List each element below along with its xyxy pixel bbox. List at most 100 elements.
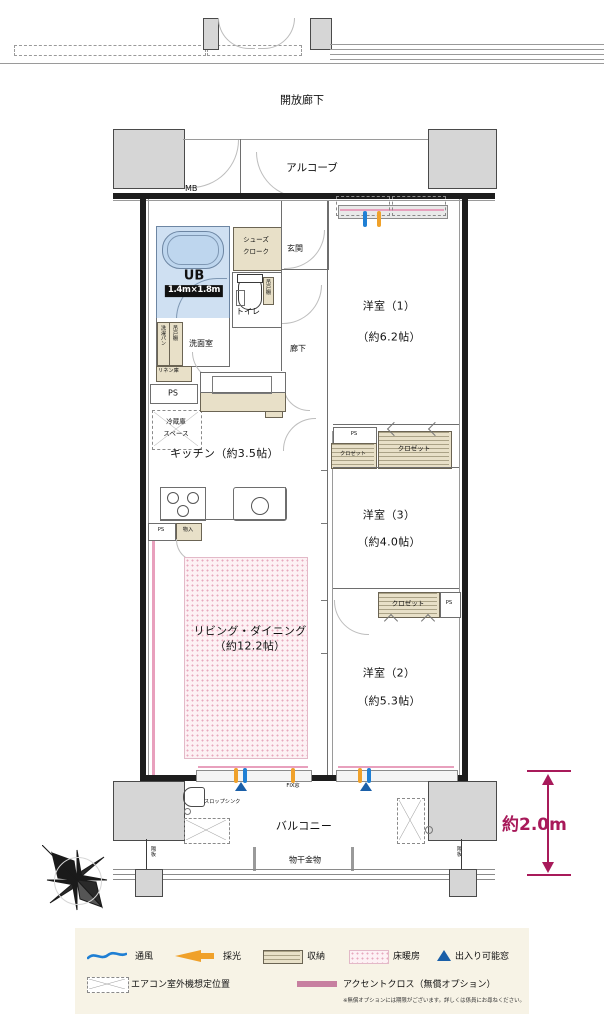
corridor-baseline — [0, 63, 604, 64]
toilet-label: トイレ — [236, 307, 260, 316]
hallway-door-swing-1 — [281, 285, 322, 324]
kitchen-counter-inner — [212, 376, 272, 394]
upper-corridor-structure — [0, 0, 604, 80]
balcony-post-left — [135, 869, 163, 897]
hallway-partition-v2 — [327, 201, 328, 431]
kitchen-label: キッチン（約3.5帖） — [170, 447, 279, 460]
slop-sink-label: スロップシンク — [204, 799, 241, 805]
fridge-space-label-2: スペース — [163, 429, 189, 438]
legend-accent-cross-label: アクセントクロス（無償オプション） — [343, 980, 496, 990]
exterior-wall-top — [113, 193, 495, 199]
floor-heating-icon — [349, 950, 389, 964]
slop-sink-basin — [183, 787, 205, 807]
alcove-top-line — [183, 139, 428, 140]
mb-room — [183, 139, 241, 197]
stove-burner-1 — [167, 492, 179, 504]
accessible-window-marker-2 — [360, 782, 372, 791]
alcove-door-swing — [256, 152, 309, 198]
closet-room1-small-label: クロゼット — [340, 451, 366, 458]
living-right-wall — [327, 431, 328, 775]
washer-pan-label: 洗濯パン — [159, 325, 166, 346]
room1-bottom-wall — [333, 424, 459, 425]
legend-storage-label: 収納 — [307, 952, 326, 962]
hanging-cabinet-unit — [169, 322, 183, 366]
ac-outdoor-unit-icon-x — [89, 979, 125, 989]
room1-size: （約6.2帖） — [357, 330, 421, 344]
ps-upper-left — [150, 384, 198, 404]
washroom-label: 洗面室 — [189, 339, 213, 348]
balcony-window-left — [196, 770, 312, 782]
linen-closet-label: リネン庫 — [158, 368, 179, 374]
corridor-rail-1 — [330, 44, 604, 45]
closet-room2-label: クロゼット — [391, 599, 425, 608]
compass-rose — [41, 844, 112, 915]
ventilation-arrow-room1 — [363, 211, 367, 227]
corridor-rail-3 — [330, 54, 604, 55]
toilet-shelf-label: 吊戸棚 — [264, 279, 271, 295]
accessible-window-icon — [437, 950, 451, 961]
ps-room2 — [440, 592, 461, 618]
partition-right-line — [461, 839, 462, 871]
corridor-wall-left — [203, 18, 219, 50]
ub-label: UB — [183, 268, 205, 284]
room3-size: （約4.0帖） — [357, 535, 421, 549]
legend-accessible-window-label: 出入り可能窓 — [455, 952, 510, 962]
dim-value-label: 約2.0m — [502, 815, 567, 835]
shoes-closet-label-1: シューズ — [243, 235, 269, 244]
daylight-arrow-room1 — [377, 211, 381, 227]
drying-rack-post-right — [351, 847, 354, 871]
linen-closet — [156, 366, 192, 382]
room1-room3-divider — [333, 467, 459, 468]
bathtub-inner — [167, 235, 219, 265]
toilet-tank — [237, 274, 263, 283]
hallway-label: 廊下 — [290, 344, 306, 353]
kitchen-counter-upper-top — [200, 372, 286, 393]
balcony-post-right — [449, 869, 477, 897]
exterior-wall-right-inner — [459, 199, 460, 777]
upper-left-block — [113, 129, 185, 189]
daylight-arrow-balcony-3 — [358, 768, 362, 783]
ps-lower-left-label: PS — [157, 527, 165, 534]
toilet-paper-holder — [236, 290, 245, 306]
living-dining-size: （約12.2帖） — [214, 639, 286, 653]
fridge-space — [152, 410, 202, 450]
compass-circle — [54, 857, 102, 905]
legend-note: ※無償オプションには期限がございます。詳しくは係員にお尋ねください。 — [343, 998, 525, 1004]
kitchen-sink — [233, 487, 287, 521]
slop-sink-drain — [184, 808, 191, 815]
balcony-rail-3 — [113, 879, 495, 880]
balcony-rail-2 — [113, 874, 495, 875]
living-dining-floor-heating — [184, 557, 308, 759]
ac-outdoor-unit-balcony-left-x — [186, 820, 226, 840]
closet-room1-large-lines — [379, 432, 449, 466]
ac-outdoor-unit-balcony-left — [184, 818, 230, 844]
upper-right-block — [428, 129, 497, 189]
fridge-space-x-mark — [154, 412, 198, 446]
ventilation-arrow-balcony-2 — [367, 768, 371, 783]
ps-upper-left-label: PS — [168, 388, 178, 398]
mb-label: MB — [185, 184, 198, 193]
toilet-shelf — [263, 277, 274, 305]
room1-label: 洋室（1） — [362, 299, 416, 313]
closet-room1-small-lines — [332, 444, 374, 466]
corridor-dashed-line-left — [14, 45, 206, 56]
living-door-swing-room2 — [334, 600, 369, 635]
ac-outdoor-unit-room1b — [392, 196, 446, 216]
exterior-wall-left-inner — [148, 199, 149, 777]
partition-right-label: 隔板 — [455, 846, 462, 857]
exterior-wall-top-hairline — [113, 200, 495, 201]
fix-window-label: FIX窓 — [286, 783, 300, 790]
exterior-wall-left — [140, 193, 146, 781]
living-sliding-door-upper — [321, 470, 327, 524]
storage-icon-lines — [264, 951, 300, 961]
balcony-window-right — [336, 770, 458, 782]
open-corridor-title: 開放廊下 — [280, 93, 324, 107]
floor-plan-main: MB アルコーブ UB 1.4m×1.8m 洗濯パン 吊戸棚 洗面室 リネン庫 … — [113, 129, 497, 897]
daylight-arrow-balcony-1 — [234, 768, 238, 783]
daylight-arrow-balcony-2 — [291, 768, 295, 783]
dim-tick-top — [527, 770, 571, 772]
storage-box-living-label: 物入 — [182, 527, 194, 534]
ventilation-arrow-balcony-1 — [243, 768, 247, 783]
hallway-partition-v — [281, 201, 282, 371]
dim-arrow-head-up — [542, 774, 554, 785]
